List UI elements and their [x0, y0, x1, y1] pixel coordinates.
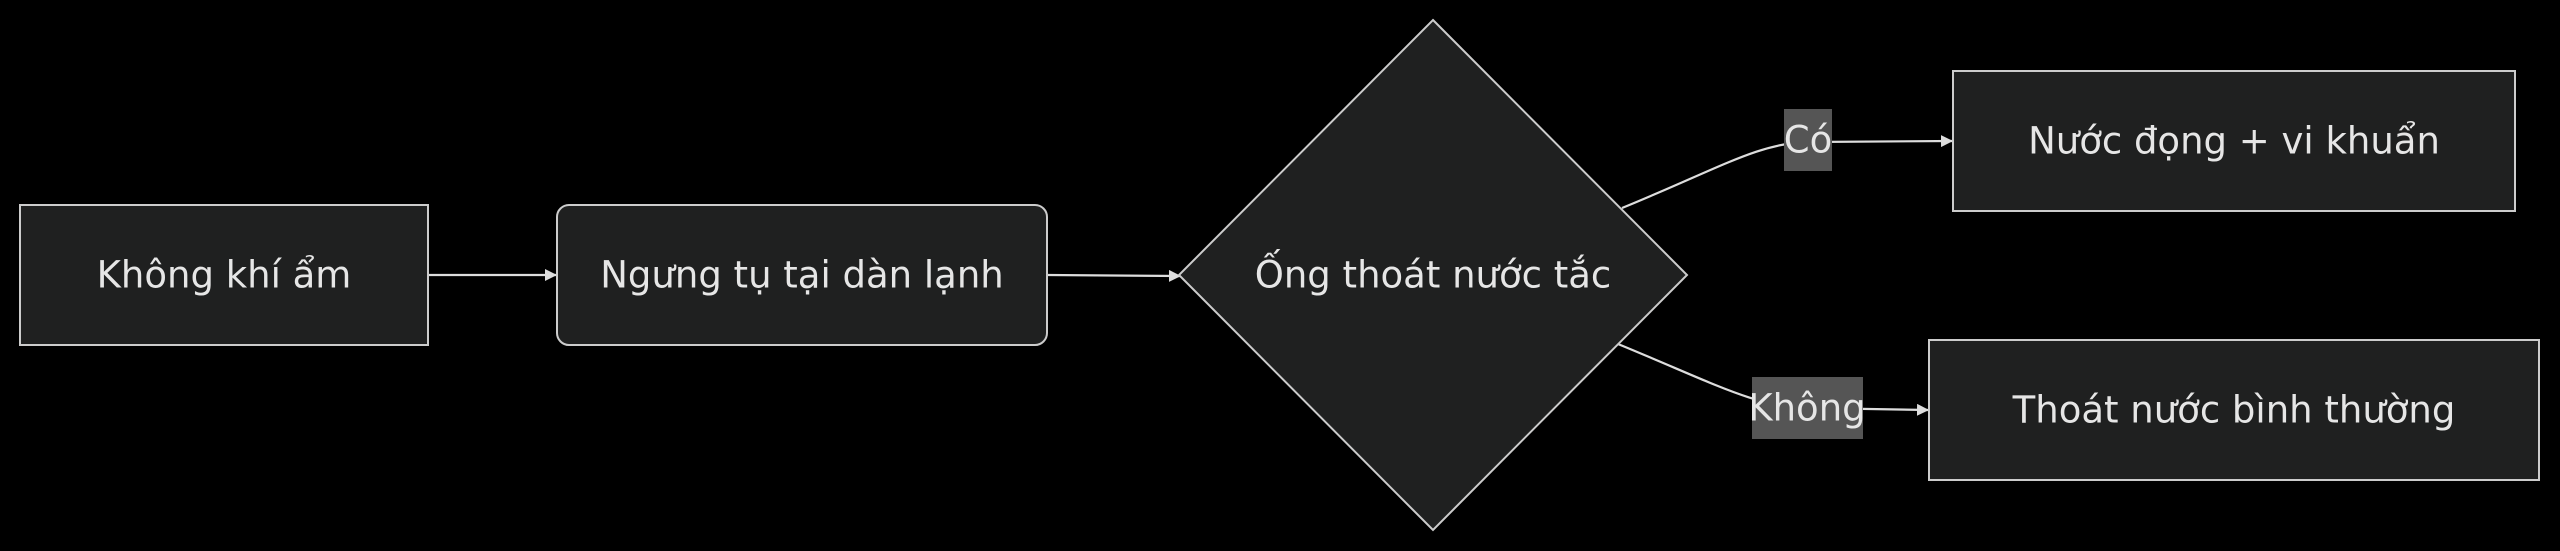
edge-label-khong: Không [1748, 377, 1866, 439]
node-ong-thoat-nuoc-tac[interactable]: Ống thoát nước tắc [1177, 18, 1689, 532]
node-khong-khi-am-label: Không khí ẩm [97, 254, 352, 297]
node-khong-khi-am[interactable]: Không khí ẩm [19, 204, 429, 346]
node-ong-thoat-nuoc-tac-label: Ống thoát nước tắc [1255, 249, 1612, 297]
node-ngung-tu-tai-dan-lanh[interactable]: Ngưng tụ tại dàn lạnh [556, 204, 1048, 346]
edge-label-co-text: Có [1784, 119, 1832, 162]
edge-label-khong-text: Không [1748, 387, 1865, 430]
node-ngung-tu-tai-dan-lanh-label: Ngưng tụ tại dàn lạnh [600, 254, 1003, 297]
node-ngung-tu-tai-dan-lanh-box [556, 204, 1048, 346]
node-nuoc-dong-vi-khuan[interactable]: Nước đọng + vi khuẩn [1952, 70, 2516, 212]
node-thoat-nuoc-binh-thuong-label: Thoát nước bình thường [2012, 389, 2456, 432]
node-thoat-nuoc-binh-thuong-box [1928, 339, 2540, 481]
node-thoat-nuoc-binh-thuong[interactable]: Thoát nước bình thường [1928, 339, 2540, 481]
node-ong-thoat-nuoc-tac-diamond [1177, 18, 1689, 532]
edge-label-khong-bg [1752, 377, 1863, 439]
edge-label-co-bg [1784, 109, 1832, 171]
node-nuoc-dong-vi-khuan-label: Nước đọng + vi khuẩn [2028, 120, 2440, 163]
node-nuoc-dong-vi-khuan-box [1952, 70, 2516, 212]
node-khong-khi-am-box [19, 204, 429, 346]
edge-label-co: Có [1784, 109, 1832, 171]
edge-n2-n3 [1047, 269, 1181, 282]
